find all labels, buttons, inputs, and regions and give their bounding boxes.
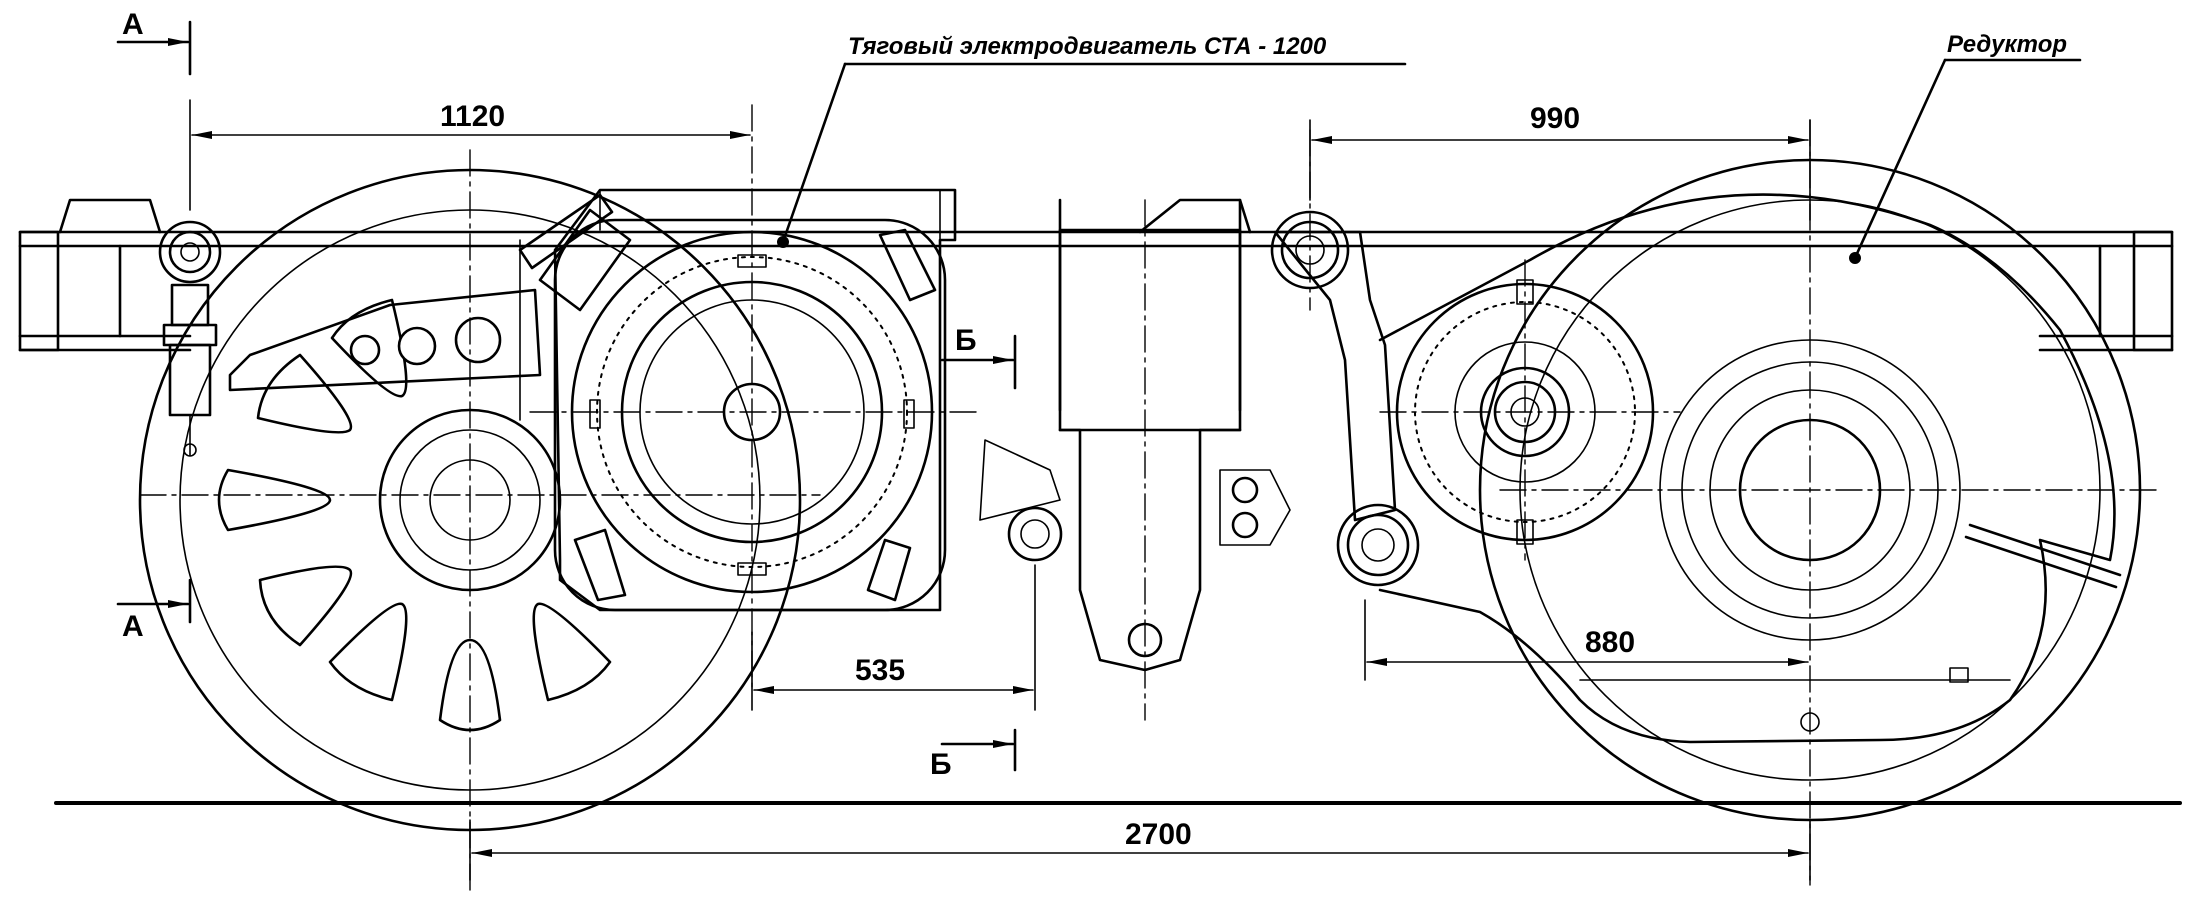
- dim-2700: 2700: [1125, 818, 1192, 851]
- dim-1120: 1120: [440, 100, 505, 133]
- center-lines: [139, 104, 2161, 891]
- section-b-bottom: Б: [930, 748, 952, 781]
- section-b-top: Б: [955, 324, 977, 357]
- dimension-lines: [189, 99, 1811, 881]
- gearbox-label: Редуктор: [1947, 31, 2067, 58]
- dim-990: 990: [1530, 102, 1580, 135]
- traction-motor: [518, 188, 957, 612]
- reaction-link: [1270, 210, 1420, 587]
- section-a-top: А: [122, 8, 144, 41]
- dim-880: 880: [1585, 626, 1635, 659]
- dim-535: 535: [855, 654, 905, 687]
- motor-label: Тяговый электродвигатель СТА - 1200: [848, 33, 1327, 60]
- central-pivot: [979, 198, 1291, 672]
- gearbox-housing: [1378, 193, 2122, 744]
- bogie-frame: [18, 198, 2174, 352]
- section-marks: [116, 20, 1017, 772]
- section-a-bottom: А: [122, 610, 144, 643]
- leader-lines: [777, 58, 2082, 264]
- left-bracket: [158, 220, 542, 457]
